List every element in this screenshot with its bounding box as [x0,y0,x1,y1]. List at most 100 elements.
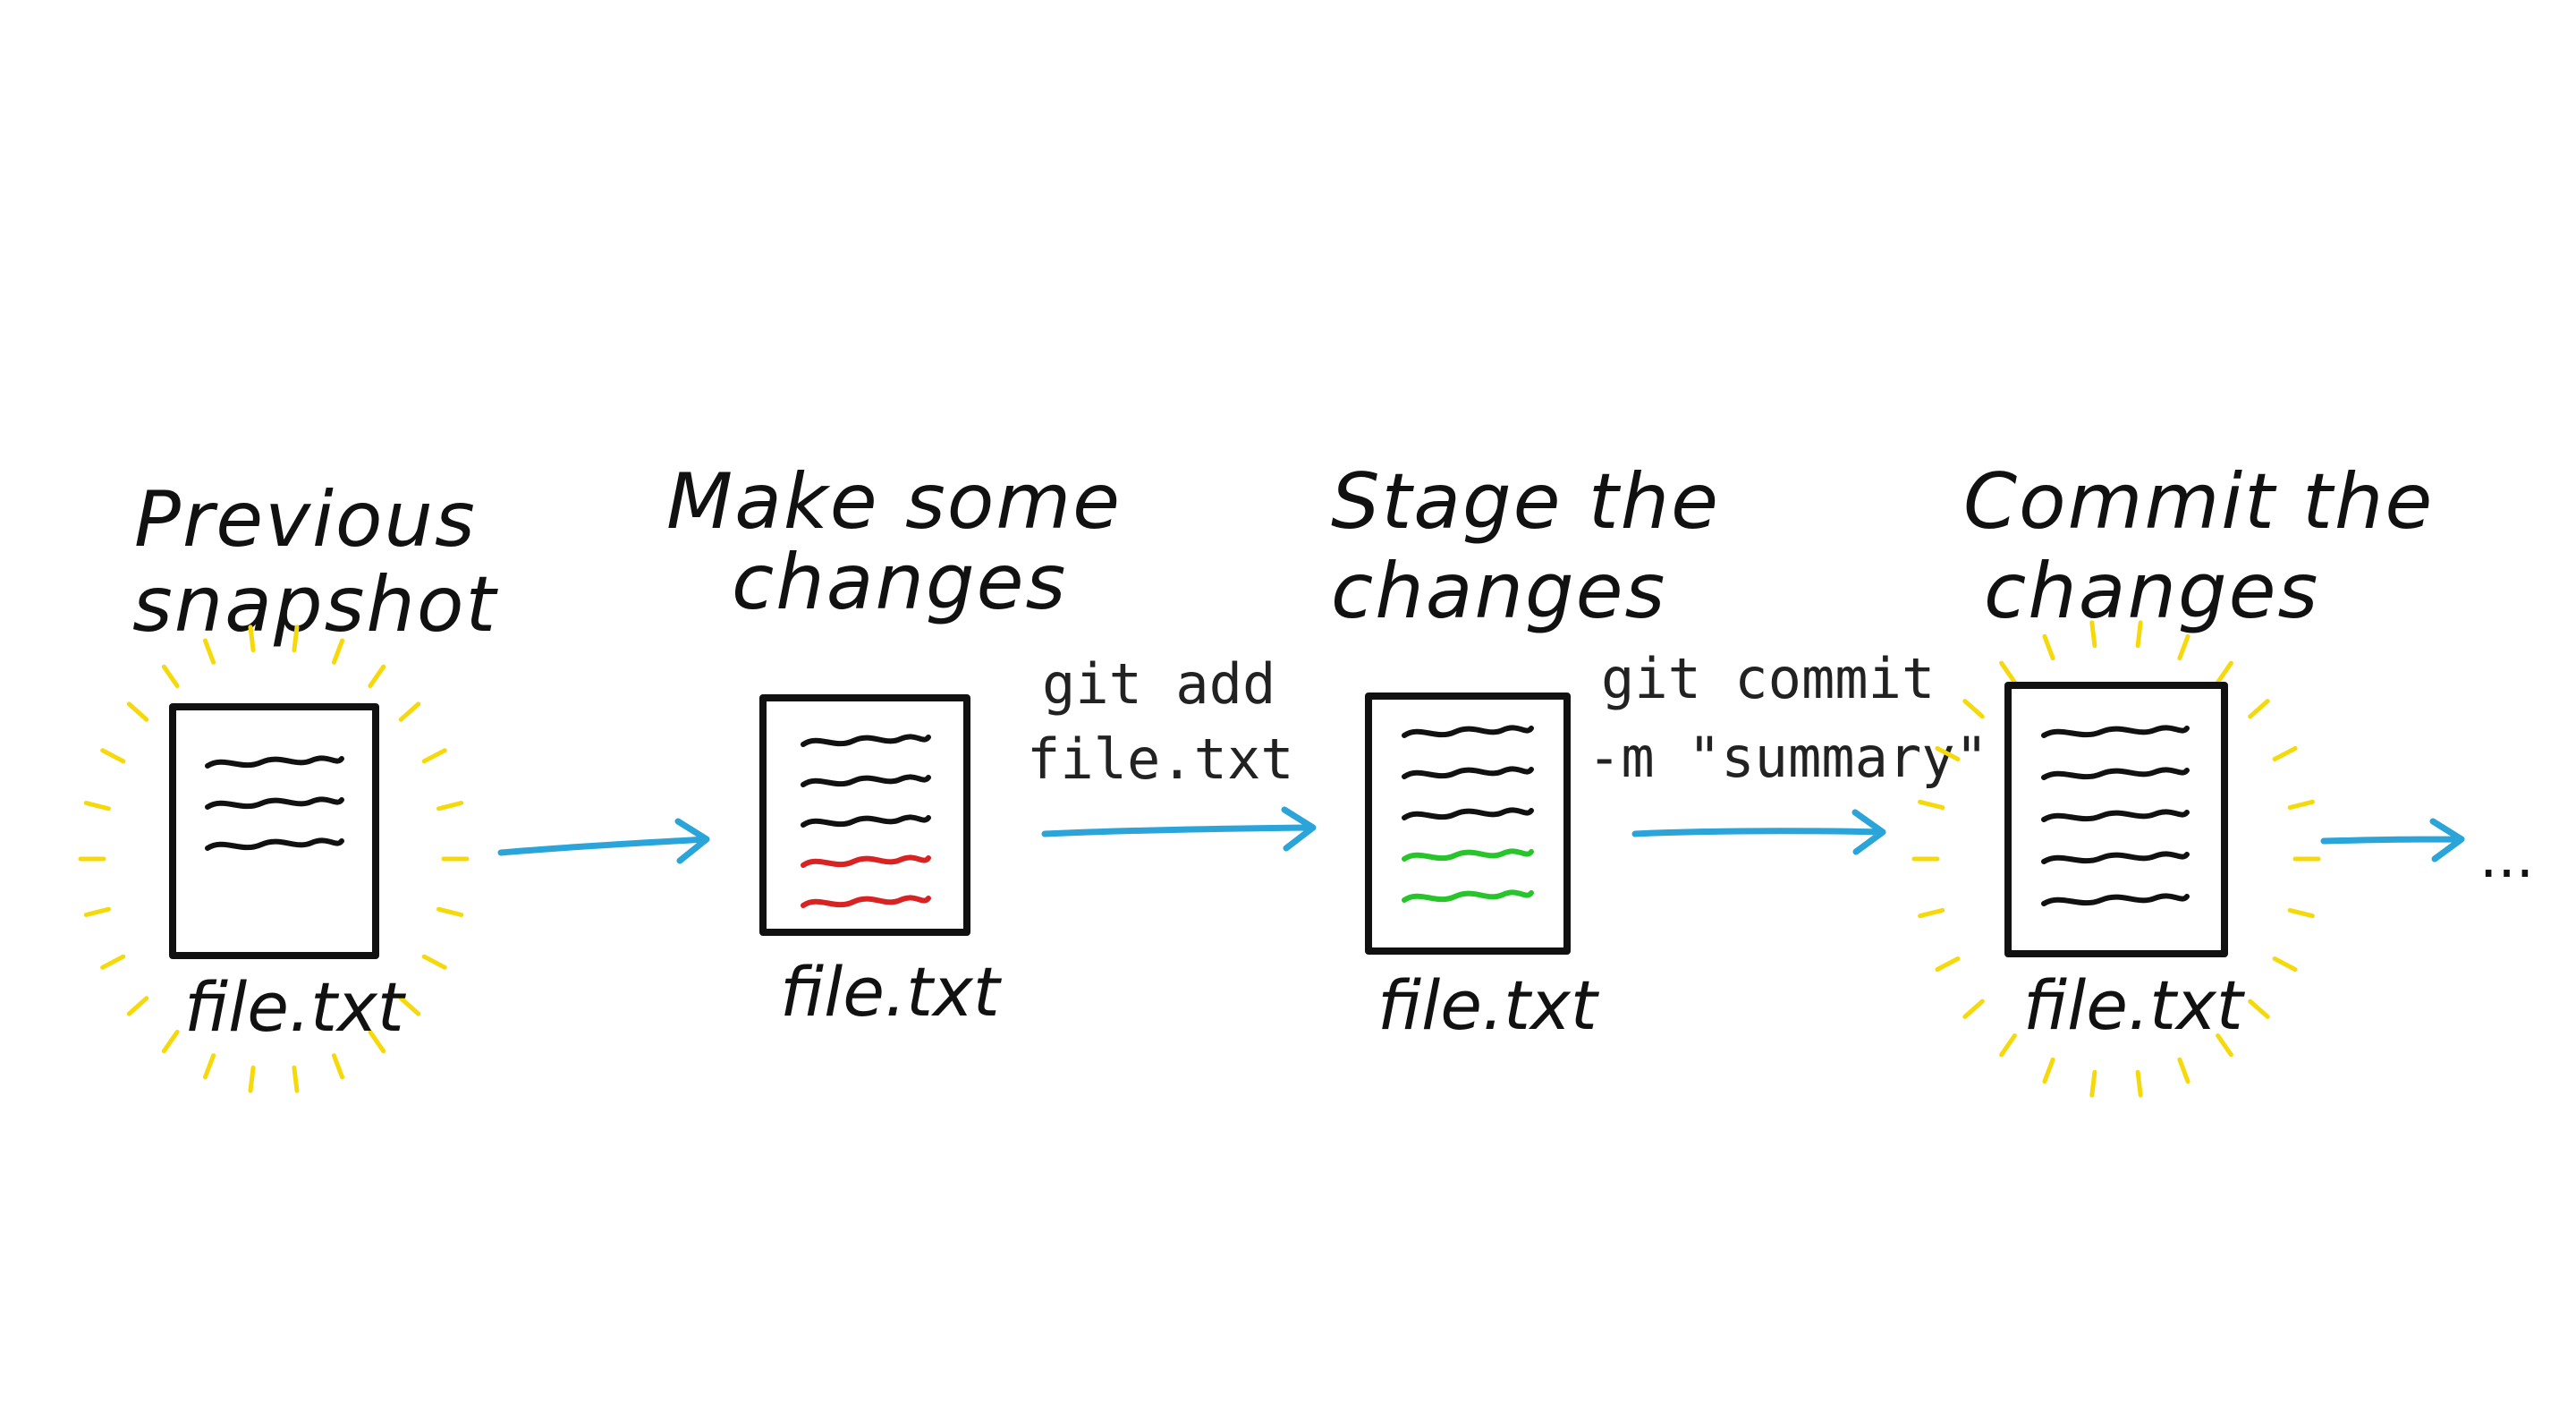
glow-ray [1935,956,1961,973]
document-icon [1365,693,1571,955]
command-line1: git add [1042,651,1275,717]
ellipsis-continuation: ... [2479,825,2534,891]
stage-2-title-line2: changes [732,538,1067,627]
stage-2-title-line1: Make some [666,457,1122,547]
glow-ray [421,954,447,970]
glow-rays-icon [1911,620,2321,1098]
command-line1: git commit [1601,646,1935,711]
arrow-icon [497,818,710,864]
glow-ray [1962,998,1985,1019]
text-line [1402,766,1534,779]
document-icon [169,703,379,959]
glow-ray [331,638,345,665]
text-line [801,854,931,868]
glow-ray [83,801,111,811]
glow-ray [161,664,180,689]
stage-previous-snapshot: Previous snapshot file.txt [78,475,499,1093]
file-label: file.txt [184,967,407,1047]
glow-ray [2287,907,2315,919]
text-line [801,895,931,908]
document-text-lines [801,734,931,908]
text-line [205,755,344,769]
document-text-lines [2041,725,2190,906]
glow-ray [1962,699,1985,719]
text-line [1402,889,1534,903]
glow-ray [1999,1033,2017,1058]
glow-rays-icon [78,625,470,1093]
glow-ray [83,906,111,917]
glow-ray [436,906,464,917]
text-line [205,796,344,810]
text-line [2041,893,2190,906]
glow-ray [2089,1069,2097,1098]
text-line [1402,807,1534,820]
glow-ray [421,748,447,764]
glow-ray [2216,660,2233,684]
glow-ray [248,1065,256,1093]
text-line [801,734,931,747]
document-text-lines [205,755,344,851]
glow-ray [2042,633,2055,661]
text-line [1402,848,1534,862]
text-line [2041,809,2190,822]
glow-ray [2272,956,2298,973]
glow-ray [292,625,300,653]
file-label: file.txt [1377,965,1600,1045]
text-line [801,774,931,787]
command-line2: -m "summary" [1588,725,1988,790]
stage-commit-changes: Commit the changes file.txt [1911,457,2434,1098]
file-label: file.txt [2023,965,2246,1045]
stage-make-changes: Make some changes file.txt [666,457,1122,1032]
glow-ray [1918,799,1945,811]
glow-ray [202,1053,216,1080]
stage-stage-changes: Stage the changes file.txt [1331,457,1720,1045]
glow-ray [1935,745,1961,761]
text-line [2041,767,2190,780]
glow-ray [100,748,126,764]
arrow-icon [1631,809,1886,855]
text-line [1402,725,1534,738]
stage-3-title-line1: Stage the [1331,457,1720,547]
glow-ray [1999,660,2017,684]
document-text-lines [1402,725,1534,903]
glow-ray [2248,699,2270,719]
glow-ray [368,664,386,689]
glow-ray [331,1053,345,1080]
arrow-icon [1041,806,1317,852]
glow-ray [161,1029,180,1054]
glow-ray [2089,620,2097,649]
glow-ray [2135,620,2143,649]
text-line [2041,725,2190,738]
glow-ray [436,801,464,811]
glow-ray [2042,1057,2055,1084]
stage-1-title-line2: snapshot [132,560,499,650]
document-icon [2004,682,2228,957]
glow-ray [2177,1057,2190,1084]
stage-3-title-line2: changes [1331,547,1666,636]
glow-ray [398,996,421,1016]
glow-ray [100,954,126,970]
glow-ray [398,701,421,722]
glow-ray [126,996,149,1016]
command-line2: file.txt [1027,726,1294,792]
glow-ray [2135,1069,2143,1098]
text-line [801,814,931,828]
glow-ray [1918,907,1945,919]
glow-ray [126,701,149,722]
glow-ray [2248,998,2270,1019]
text-line [2041,851,2190,864]
file-label: file.txt [780,952,1003,1032]
glow-ray [292,1065,300,1093]
stage-4-title-line1: Commit the [1963,457,2434,547]
glow-ray [2177,633,2190,661]
glow-ray [248,625,256,653]
arrow-icon [2320,818,2465,862]
glow-ray [202,638,216,665]
stage-4-title-line2: changes [1984,547,2319,636]
glow-ray [2216,1033,2233,1058]
glow-ray [2272,745,2298,761]
glow-ray [368,1029,386,1054]
stage-1-title-line1: Previous [134,475,477,565]
glow-ray [2287,799,2315,811]
